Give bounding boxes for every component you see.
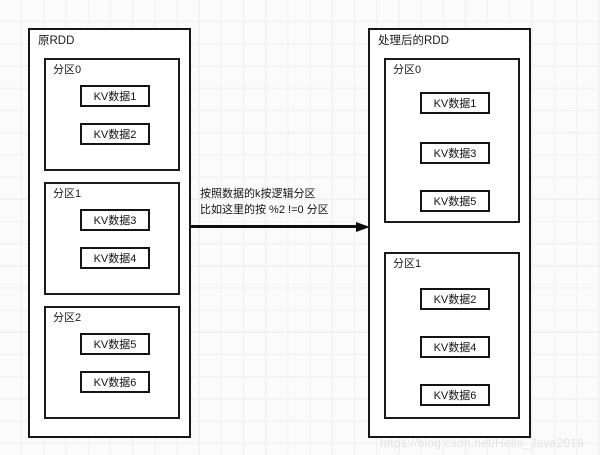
source-partition-0: 分区0 KV数据1 KV数据2: [44, 58, 180, 171]
kv-data-box: KV数据3: [80, 209, 150, 231]
arrow-head-icon: [356, 222, 370, 232]
kv-data-box: KV数据1: [80, 85, 150, 107]
transform-arrow: [190, 222, 372, 232]
kv-data-box: KV数据3: [420, 142, 490, 164]
result-partition-0: 分区0 KV数据1 KV数据3 KV数据5: [384, 58, 520, 223]
result-partition-1: 分区1 KV数据2 KV数据4 KV数据6: [384, 252, 520, 419]
watermark: https://blog.csdn.net/Hello_Java2018: [380, 436, 584, 450]
result-rdd-container: 处理后的RDD 分区0 KV数据1 KV数据3 KV数据5 分区1 KV数据2 …: [368, 28, 531, 438]
result-partition-1-title: 分区1: [393, 258, 422, 270]
source-partition-1-title: 分区1: [53, 188, 82, 200]
kv-data-box: KV数据5: [80, 333, 150, 355]
transform-annotation-line-1: 按照数据的k按逻辑分区: [200, 188, 316, 200]
arrow-line: [190, 225, 360, 228]
source-partition-1: 分区1 KV数据3 KV数据4: [44, 182, 180, 295]
source-rdd-title: 原RDD: [38, 35, 75, 47]
source-rdd-container: 原RDD 分区0 KV数据1 KV数据2 分区1 KV数据3 KV数据4 分区2…: [28, 28, 191, 438]
kv-data-box: KV数据6: [420, 384, 490, 406]
kv-data-box: KV数据1: [420, 92, 490, 114]
transform-annotation: 按照数据的k按逻辑分区 比如这里的按 %2 !=0 分区: [200, 186, 329, 218]
transform-annotation-line-2: 比如这里的按 %2 !=0 分区: [200, 204, 329, 216]
source-partition-0-title: 分区0: [53, 64, 82, 76]
kv-data-box: KV数据4: [420, 336, 490, 358]
result-rdd-title: 处理后的RDD: [378, 35, 449, 47]
kv-data-box: KV数据2: [420, 288, 490, 310]
kv-data-box: KV数据2: [80, 123, 150, 145]
kv-data-box: KV数据4: [80, 247, 150, 269]
source-partition-2-title: 分区2: [53, 312, 82, 324]
kv-data-box: KV数据6: [80, 371, 150, 393]
result-partition-0-title: 分区0: [393, 64, 422, 76]
kv-data-box: KV数据5: [420, 190, 490, 212]
source-partition-2: 分区2 KV数据5 KV数据6: [44, 306, 180, 419]
